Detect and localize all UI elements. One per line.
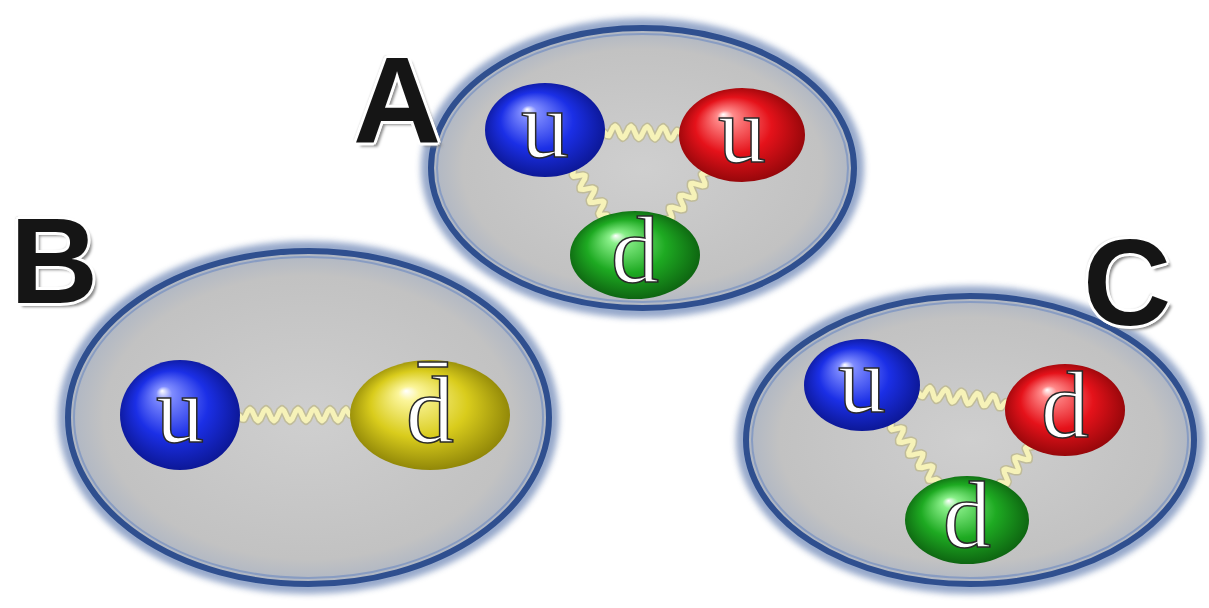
gluon-line (238, 409, 352, 421)
hadron-region: Cudd (740, 290, 1200, 590)
quark-ball: u (120, 360, 240, 470)
quark-ball: d (570, 211, 700, 299)
quark-ball: d (1005, 364, 1125, 456)
quark-ball: d (905, 476, 1029, 564)
quark-ball: u (485, 83, 605, 177)
quark-letter: u (521, 77, 569, 173)
hadron-region: Auud (425, 22, 860, 314)
quark-ball: u (804, 339, 920, 431)
quark-letter: u (156, 362, 204, 458)
quark-letter: d (611, 202, 659, 298)
quark-letter: u (838, 332, 886, 428)
quark-letter: d (943, 467, 991, 563)
quark-letter: d̄ (406, 362, 454, 458)
quark-letter: u (718, 82, 766, 178)
quark-ball: u (679, 88, 805, 182)
hadron-letter: B (10, 200, 98, 322)
hadron-letter: A (353, 40, 441, 162)
hadron-letter: C (1083, 222, 1171, 344)
quark-ball: d̄ (350, 360, 510, 470)
quark-letter: d (1041, 357, 1089, 453)
hadron-region: Bud̄ (62, 245, 555, 590)
